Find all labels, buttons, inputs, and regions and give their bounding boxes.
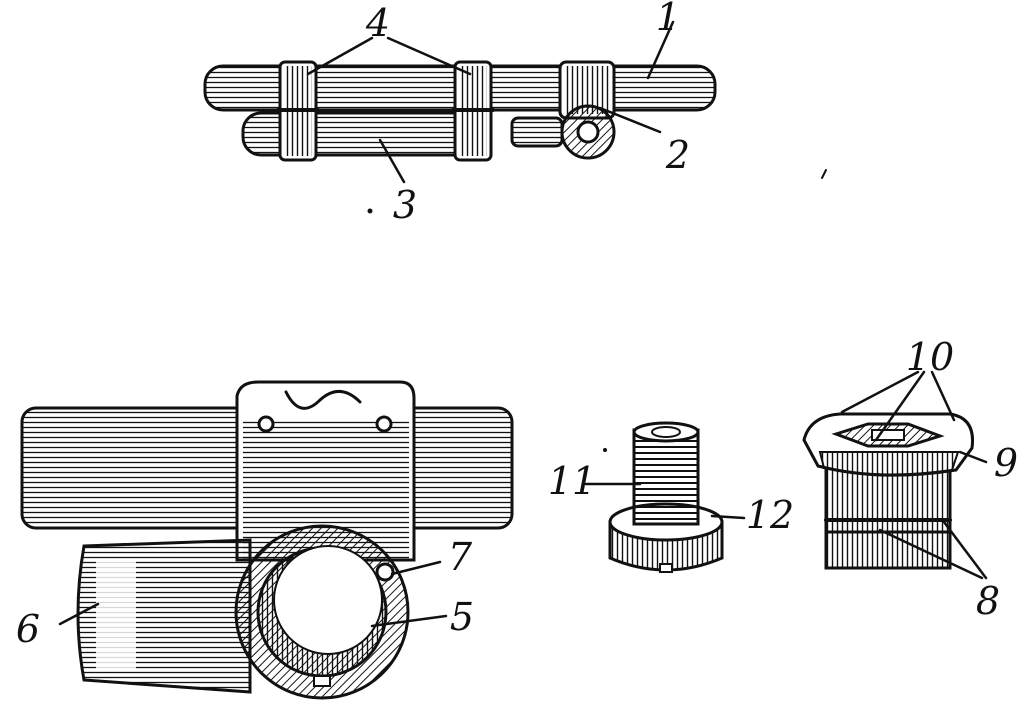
callout-10: 10 [906, 335, 954, 379]
callout-11: 11 [548, 459, 596, 503]
callout-12: 12 [746, 493, 794, 537]
leader-lines-top [306, 20, 675, 184]
callout-7: 7 [448, 535, 473, 579]
bottom-left-assembly [20, 380, 514, 700]
callout-5: 5 [450, 595, 474, 639]
callout-9: 9 [994, 441, 1018, 485]
callout-2: 2 [665, 133, 690, 177]
fitting-11-12 [608, 421, 724, 573]
top-assembly [203, 60, 717, 162]
callout-8: 8 [976, 579, 1000, 623]
callout-1: 1 [656, 0, 680, 39]
threaded-stem [632, 428, 700, 526]
nut-8-9-10 [802, 412, 975, 570]
stray-dot [367, 208, 373, 214]
pin-7 [375, 562, 395, 582]
small-pin [510, 116, 564, 148]
callout-3: 3 [393, 183, 417, 227]
callout-4: 4 [365, 1, 390, 45]
callout-labels: 1 2 3 4 5 6 7 8 9 10 11 12 [16, 0, 1018, 651]
nut-body [824, 458, 952, 570]
leader-lines-bottom [58, 370, 988, 628]
screw-left [257, 415, 275, 433]
callout-6: 6 [16, 607, 40, 651]
screw-right [375, 415, 393, 433]
